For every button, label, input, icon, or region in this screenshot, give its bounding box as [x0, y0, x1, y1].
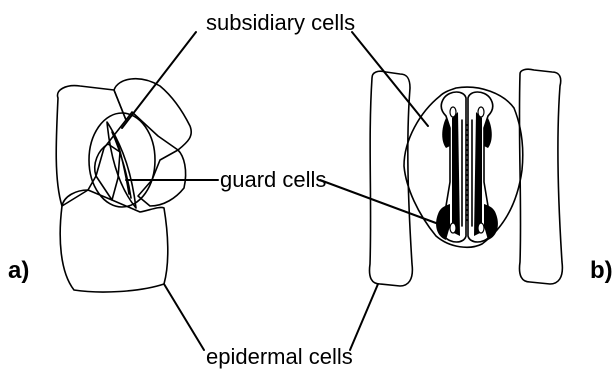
subsidiary-cells-outline — [404, 87, 523, 247]
label-guard-cells: guard cells — [220, 167, 326, 192]
guard-cell-nucleus — [478, 223, 484, 233]
pointer-subsidiary-b — [352, 32, 428, 126]
pointer-guard-b — [320, 180, 444, 226]
guard-cell-wall — [484, 204, 498, 240]
guard-cell-pair — [107, 122, 136, 208]
pointer-subsidiary-a — [122, 32, 196, 128]
panel-a-illustration — [56, 79, 191, 292]
epidermal-cell — [138, 150, 186, 206]
label-subsidiary-cells: subsidiary cells — [206, 10, 355, 35]
panel-b-illustration — [369, 69, 562, 286]
guard-cell-nucleus — [450, 107, 456, 117]
label-panel-a: a) — [8, 257, 29, 284]
guard-cell-nucleus — [478, 107, 484, 117]
epidermal-cell — [519, 69, 562, 284]
guard-cell-nucleus — [450, 223, 456, 233]
guard-cell-wall — [436, 204, 450, 240]
label-epidermal-cells: epidermal cells — [206, 344, 353, 369]
guard-cell-wall — [474, 112, 482, 236]
pointer-epidermal-a — [164, 284, 204, 350]
label-panel-b: b) — [590, 257, 613, 284]
pointer-epidermal-b — [350, 284, 378, 350]
guard-cell-wall — [452, 112, 460, 236]
